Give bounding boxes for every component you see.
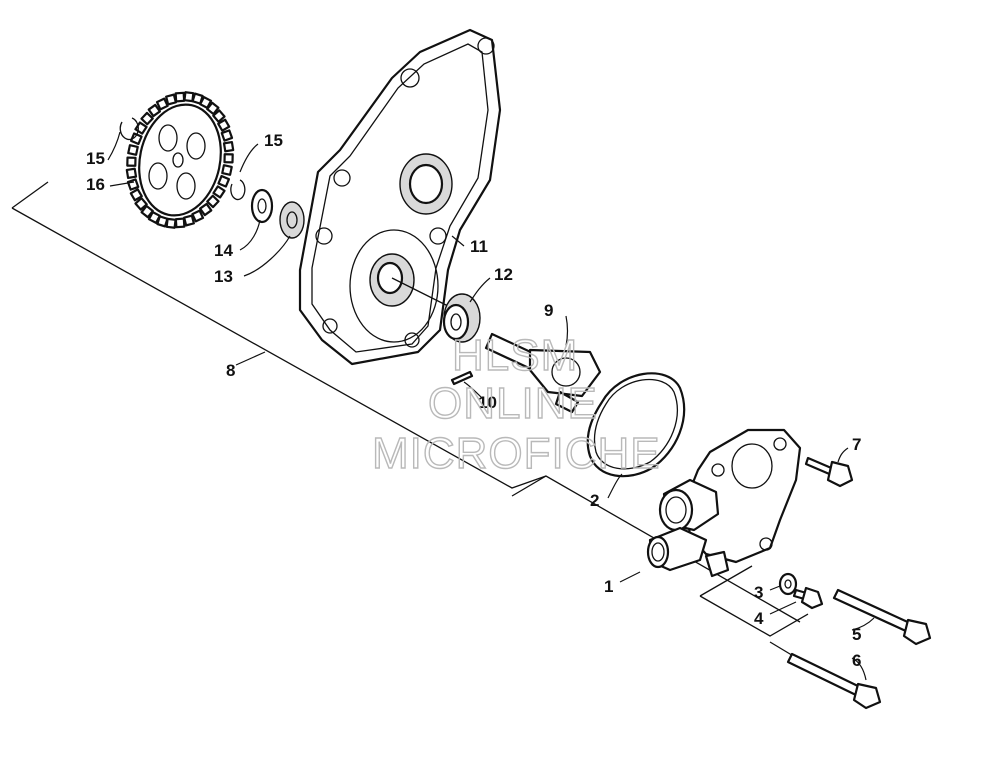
gear-tooth: [220, 129, 234, 142]
callout-1: 1: [604, 577, 613, 596]
bolt-short-upper: [804, 456, 854, 488]
callout-13: 13: [214, 267, 233, 286]
water-pump-housing: [646, 428, 802, 578]
gear-tooth: [174, 91, 186, 103]
o-ring: [586, 372, 686, 478]
gear-tooth: [191, 209, 205, 223]
callout-12: 12: [494, 265, 513, 284]
gear-tooth: [223, 153, 234, 164]
gear-tooth: [126, 178, 140, 191]
gear-tooth: [222, 141, 235, 153]
callout-6: 6: [852, 651, 861, 670]
callout-15-right: 15: [264, 131, 283, 150]
gear-tooth: [206, 194, 220, 209]
callout-15-left: 15: [86, 149, 105, 168]
callout-9: 9: [544, 301, 553, 320]
snap-ring-left: [119, 117, 139, 141]
bolt-drain: [792, 586, 824, 610]
callout-labels: 15 16 15 14 13 11 12 9 10 8 2 7 1 3 4 5 …: [86, 131, 861, 670]
assembly-bracket-1: [619, 565, 809, 637]
gear-tooth: [212, 109, 226, 123]
callout-16: 16: [86, 175, 105, 194]
gear-tooth: [206, 101, 220, 116]
gear-tooth: [147, 103, 161, 118]
watermark-line-1: HLSM: [452, 331, 578, 380]
engine-cover: [298, 28, 502, 366]
gear-tooth: [183, 214, 195, 227]
gear-tooth: [125, 167, 138, 179]
watermark: HLSM ONLINE MICROFICHE: [371, 330, 661, 478]
gear-tooth: [155, 97, 169, 111]
gear-tooth: [140, 111, 154, 126]
washer: [250, 188, 274, 224]
gear-tooth: [129, 132, 143, 146]
watermark-line-2: ONLINE: [428, 379, 598, 428]
gear-tooth: [199, 95, 213, 110]
watermark-line-3: MICROFICHE: [372, 429, 661, 478]
oil-seal: [279, 201, 305, 239]
gear-tooth: [129, 188, 143, 202]
gear-tooth: [212, 185, 226, 199]
leader-lines: [107, 131, 875, 681]
callout-14: 14: [214, 241, 233, 260]
gear-tooth: [221, 164, 233, 176]
drive-gear: [125, 91, 235, 229]
gear-tooth: [217, 118, 231, 132]
callout-3: 3: [754, 583, 763, 602]
sealing-washer: [778, 572, 798, 596]
pin: [450, 370, 474, 386]
bolt-long-lower: [786, 652, 882, 710]
gear-tooth: [147, 210, 161, 225]
gear-tooth: [174, 217, 186, 229]
gear-tooth: [217, 174, 231, 188]
gear-tooth: [134, 197, 148, 211]
bolt-long-upper: [832, 588, 932, 646]
gear-tooth: [199, 202, 213, 217]
gear-tooth: [127, 144, 139, 156]
gear-tooth: [140, 204, 154, 219]
impeller-shaft: [484, 332, 602, 414]
water-pump-seal: [442, 293, 481, 343]
gear-tooth: [126, 156, 137, 167]
callout-8: 8: [226, 361, 235, 380]
callout-11: 11: [470, 237, 488, 256]
callout-5: 5: [852, 625, 861, 644]
gear-tooth: [165, 93, 177, 106]
callout-7: 7: [852, 435, 861, 454]
snap-ring-right: [230, 179, 246, 201]
callout-4: 4: [754, 609, 764, 628]
callout-2: 2: [590, 491, 599, 510]
callout-10: 10: [478, 393, 497, 412]
